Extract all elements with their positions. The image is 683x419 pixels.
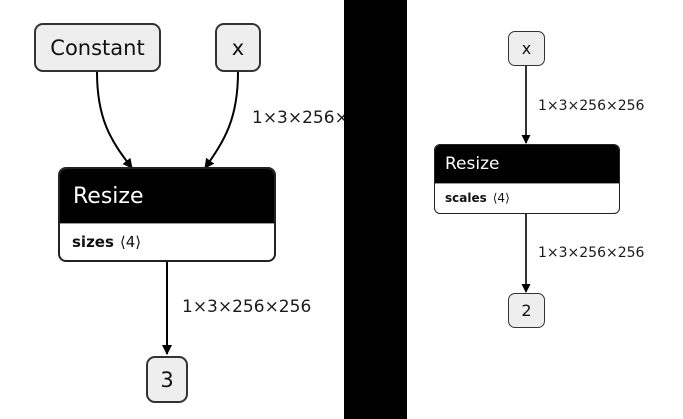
edge-label-resize-to-output: 1×3×256×256 <box>182 297 312 317</box>
resize-op-node-right[interactable]: Resize scales ⟨4⟩ <box>434 144 620 214</box>
edge-constant-to-resize <box>96 71 133 169</box>
attr-name-sizes: sizes <box>72 233 114 251</box>
resize-op-title-right: Resize <box>435 145 619 183</box>
output-node-2-label: 2 <box>521 301 532 320</box>
right-graph-panel: x 1×3×256×256 Resize scales ⟨4⟩ 1×3×256×… <box>407 0 683 419</box>
left-edges <box>96 71 239 355</box>
resize-op-node[interactable]: Resize sizes ⟨4⟩ <box>58 167 276 262</box>
x-input-node-right[interactable]: x <box>508 31 545 66</box>
constant-node[interactable]: Constant <box>34 23 161 72</box>
resize-op-title: Resize <box>60 169 274 223</box>
x-input-node[interactable]: x <box>215 23 261 72</box>
right-edges <box>521 66 531 293</box>
attr-value-scales: ⟨4⟩ <box>492 191 510 205</box>
constant-node-label: Constant <box>50 35 145 60</box>
x-input-node-right-label: x <box>521 39 532 58</box>
output-node-3-label: 3 <box>160 367 174 392</box>
output-node-3[interactable]: 3 <box>146 356 188 403</box>
resize-op-attribute-right: scales ⟨4⟩ <box>435 183 619 212</box>
resize-op-attribute: sizes ⟨4⟩ <box>60 223 274 260</box>
edge-x-to-resize <box>204 71 239 169</box>
resize-op-title-right-text: Resize <box>445 154 500 174</box>
attr-name-scales: scales <box>445 191 487 205</box>
edge-label-x-to-resize-right: 1×3×256×256 <box>538 98 645 114</box>
x-input-node-label: x <box>231 35 245 60</box>
attr-value-sizes: ⟨4⟩ <box>119 233 142 251</box>
edge-label-x-to-resize: 1×3×256×256 <box>252 108 344 128</box>
resize-op-title-text: Resize <box>73 183 144 209</box>
panel-divider <box>344 0 407 419</box>
left-graph-panel: Constant x 1×3×256×256 Resize sizes ⟨4⟩ … <box>34 23 344 403</box>
output-node-2[interactable]: 2 <box>508 293 545 328</box>
edge-label-resize-to-output-right: 1×3×256×256 <box>538 245 645 261</box>
